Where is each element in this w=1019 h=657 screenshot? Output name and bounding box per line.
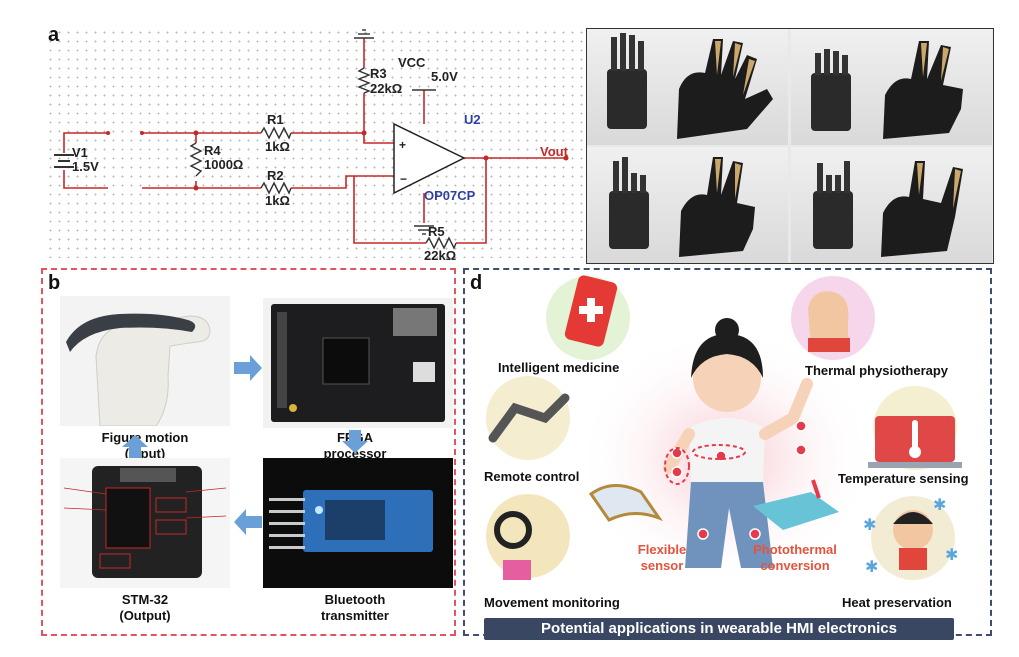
- output-label: Vout: [540, 144, 568, 159]
- panel-label-b: b: [48, 272, 61, 294]
- photo-gesture-2: [791, 29, 992, 145]
- hand-gesture-icon: [609, 157, 755, 257]
- r4-value: 1000Ω: [204, 157, 244, 172]
- r2-value: 1kΩ: [265, 193, 290, 208]
- hand-gesture-icon: [813, 161, 963, 257]
- arrow-right-icon: [234, 355, 262, 381]
- circuit-wires: + −: [54, 29, 569, 250]
- r5-value: 22kΩ: [424, 248, 457, 263]
- v1-value: 1.5V: [72, 159, 99, 174]
- v1-name: V1: [72, 145, 88, 160]
- r1-value: 1kΩ: [265, 139, 290, 154]
- applications-illustration: ✱ ✱ ✱ ✱: [486, 275, 962, 588]
- arrow-up-icon: [122, 435, 148, 458]
- r1-name: R1: [267, 112, 284, 127]
- caption-stm32: STM-32 (Output): [119, 592, 171, 623]
- svg-text:✱: ✱: [865, 557, 878, 576]
- stm32-board-image: [60, 458, 230, 588]
- r3-value: 22kΩ: [370, 81, 403, 96]
- arrow-left-icon: [234, 509, 262, 535]
- svg-text:−: −: [400, 172, 407, 186]
- label-movement-monitoring: Movement monitoring: [484, 595, 620, 610]
- label-temperature-sensing: Temperature sensing: [838, 471, 969, 486]
- label-flexible-sensor: Flexible sensor: [637, 542, 687, 573]
- svg-text:✱: ✱: [863, 515, 876, 534]
- bluetooth-module-image: [263, 458, 453, 588]
- label-photothermal-conversion: Photothermal conversion: [753, 542, 837, 573]
- opamp-part: OP07CP: [424, 188, 476, 203]
- hand-gesture-icon: [811, 41, 963, 139]
- r2-name: R2: [267, 168, 284, 183]
- robot-hand-photos: [586, 28, 994, 264]
- label-remote-control: Remote control: [484, 469, 580, 484]
- svg-text:✱: ✱: [933, 495, 946, 514]
- svg-text:✱: ✱: [945, 545, 958, 564]
- r3-name: R3: [370, 66, 387, 81]
- vcc-label: VCC: [398, 55, 426, 70]
- label-intelligent-medicine: Intelligent medicine: [498, 360, 620, 375]
- photo-gesture-3: [587, 147, 788, 263]
- applications-banner: Potential applications in wearable HMI e…: [484, 618, 954, 640]
- opamp-ref: U2: [464, 112, 481, 127]
- r5-name: R5: [428, 224, 445, 239]
- caption-bluetooth: Bluetooth transmitter: [321, 592, 389, 623]
- svg-text:+: +: [399, 138, 406, 152]
- fpga-board-image: [263, 298, 453, 428]
- vcc-value: 5.0V: [431, 69, 458, 84]
- circuit-schematic: + − V1 1.5V R4 1000Ω R1 1kΩ R2 1kΩ R3 22…: [46, 28, 584, 263]
- glove-finger-image: [60, 296, 230, 426]
- label-heat-preservation: Heat preservation: [842, 595, 952, 610]
- photo-gesture-4: [791, 147, 992, 263]
- arrow-down-icon: [342, 430, 368, 453]
- hand-gesture-icon: [607, 33, 773, 139]
- r4-name: R4: [204, 143, 221, 158]
- photo-gesture-1: [587, 29, 788, 145]
- label-thermal-physiotherapy: Thermal physiotherapy: [805, 363, 949, 378]
- panel-b-workflow: [41, 268, 456, 636]
- panel-label-d: d: [470, 272, 483, 294]
